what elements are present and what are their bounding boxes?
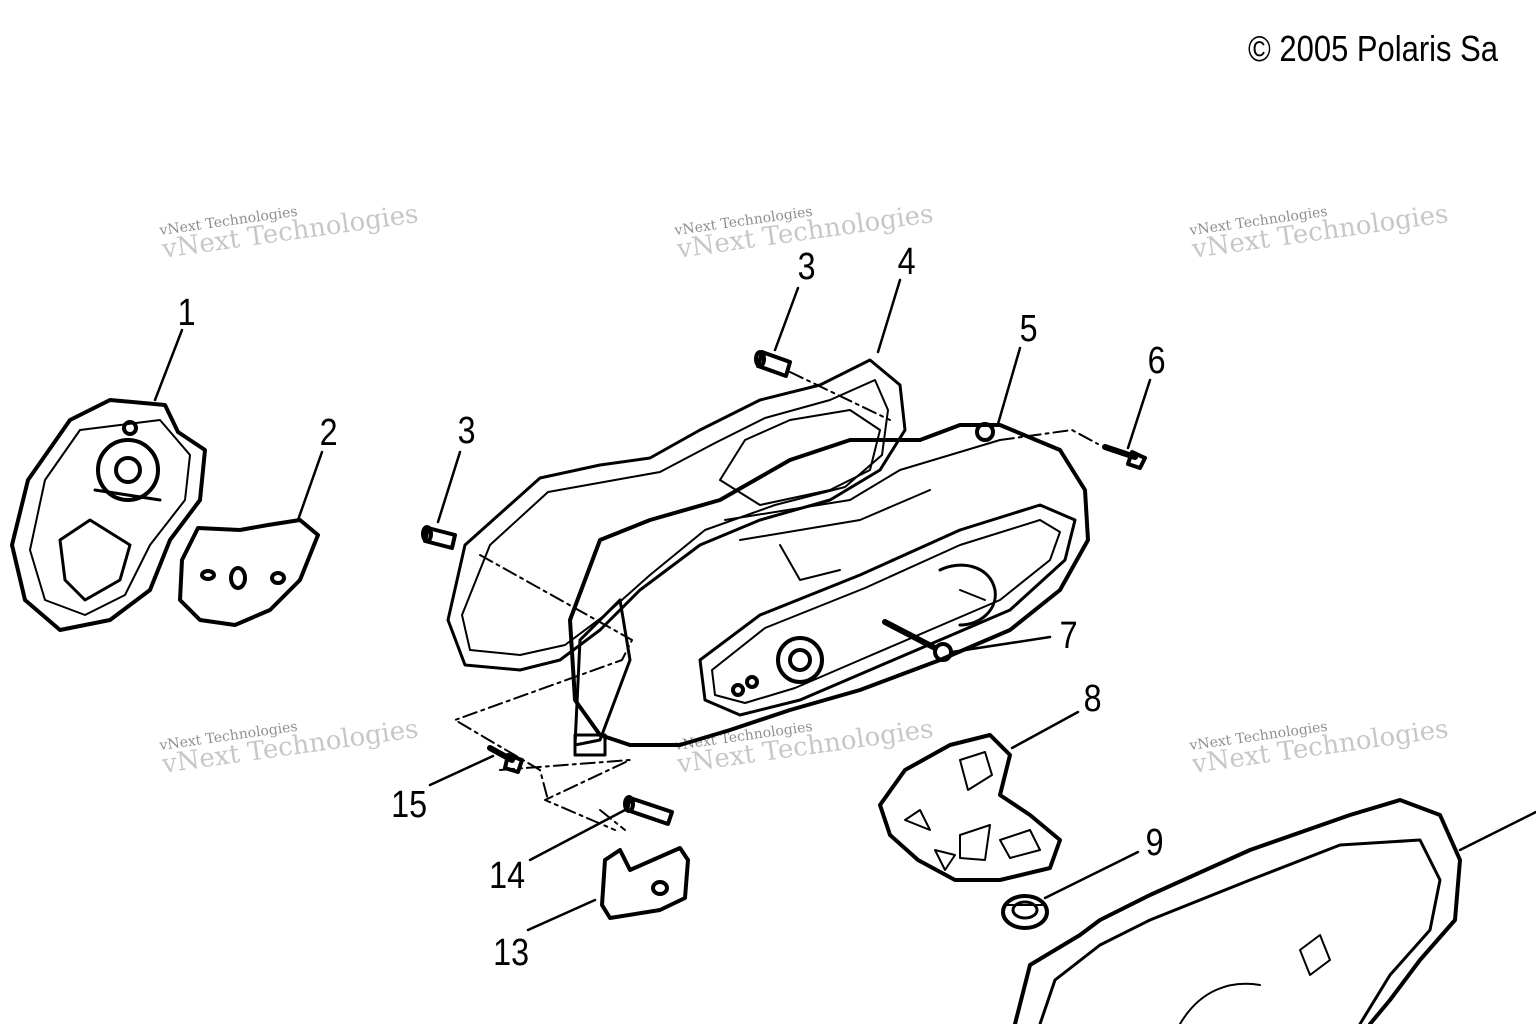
- callout-9: 9: [1145, 822, 1164, 864]
- part-1-outer-cover: [10, 398, 207, 632]
- outer-drive-cover: [1013, 798, 1462, 1024]
- callout-6: 6: [1147, 340, 1166, 382]
- callout-14: 14: [489, 855, 526, 897]
- callout-13: 13: [493, 932, 530, 974]
- callout-3: 3: [797, 246, 816, 288]
- callout-15: 15: [391, 784, 428, 826]
- main-crankcase-cover: [568, 422, 1090, 757]
- part-8-plate: [878, 733, 1062, 882]
- callout-4: 4: [897, 241, 916, 283]
- part-3-dowel-top: [754, 350, 792, 378]
- alignment-lines: [454, 371, 1099, 831]
- copyright-notice: © 2005 Polaris Sa: [1248, 28, 1499, 69]
- part-4-gasket: [446, 358, 907, 672]
- callout-1: 1: [177, 292, 196, 334]
- part-3-dowel-left: [421, 525, 457, 550]
- part-13-bracket: [600, 846, 690, 920]
- callout-2: 2: [319, 412, 338, 454]
- callout-8: 8: [1083, 678, 1102, 720]
- callout-3: 3: [457, 410, 476, 452]
- part-14-pin: [623, 795, 674, 826]
- leader-lines: [153, 278, 1536, 932]
- part-15-bolt: [487, 745, 524, 774]
- part-6-bolt: [1102, 444, 1147, 470]
- part-2-plate: [178, 518, 320, 627]
- callout-7: 7: [1059, 615, 1078, 657]
- callout-5: 5: [1019, 308, 1038, 350]
- part-9-nut: [1001, 894, 1049, 930]
